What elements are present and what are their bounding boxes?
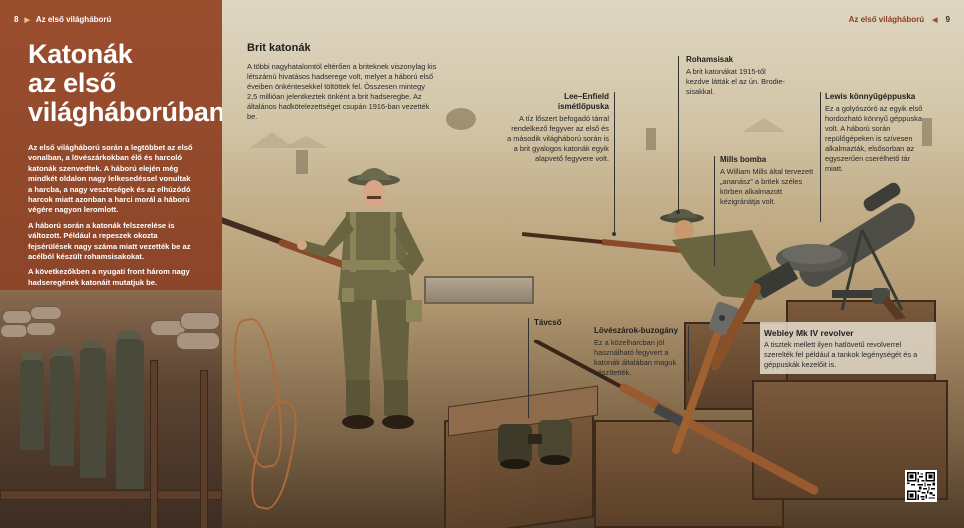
intro-paragraph-1: Az első világháború során a legtöbbet az… — [28, 143, 193, 215]
page-title: Katonák az első világháborúban — [28, 39, 222, 127]
rifle-on-crate-illustration — [534, 340, 819, 495]
title-line-3: világháborúban — [28, 97, 222, 127]
left-page: 8 ▶ Az első világháború Katonák az első vi… — [0, 0, 222, 528]
webley-text: A tisztek mellett ilyen hatlövetű revolv… — [764, 340, 918, 369]
rohamsisak-leader-dot — [676, 210, 680, 214]
trench-post — [200, 370, 208, 528]
trench-soldier — [80, 348, 106, 478]
helmet-icon — [52, 348, 72, 358]
rohamsisak-text: A brit katonákat 1915-től kezdve látták … — [686, 67, 786, 96]
mills-bomba-text: A William Mills által tervezett „ananász… — [720, 167, 814, 206]
triangle-left-icon: ◀ — [932, 17, 938, 24]
buzogany-title: Lövészárok-buzogány — [594, 326, 679, 335]
watchtower — [922, 118, 932, 146]
webley-caption-box — [760, 322, 936, 374]
intro-paragraph-3: A következőkben a nyugati front három na… — [28, 267, 190, 287]
crate — [424, 276, 534, 304]
intro-paragraph-2: A háború során a katonák felszerelése is… — [28, 220, 191, 262]
triangle-right-icon: ▶ — [24, 17, 30, 24]
sandbag — [180, 312, 220, 330]
left-page-number: 8 — [14, 15, 19, 24]
lewis-title: Lewis könnyűgéppuska — [825, 92, 916, 101]
tent — [742, 118, 786, 132]
tavcso-leader-line — [528, 318, 529, 418]
lee-enfield-leader-line — [614, 92, 615, 234]
lewis-text: Ez a golyószóró az egyik első hordozható… — [825, 104, 923, 173]
sandbag — [176, 332, 220, 350]
binoculars-illustration — [498, 420, 572, 469]
helmet-icon — [82, 340, 102, 350]
sandbag — [0, 324, 28, 338]
webley-title: Webley Mk IV revolver — [764, 328, 854, 338]
right-running-head: Az első világháború ◀ 9 — [849, 15, 950, 24]
trench-soldier — [116, 339, 144, 489]
left-running-head: 8 ▶ Az első világháború — [14, 15, 111, 24]
watchtower — [646, 128, 656, 150]
rohamsisak-leader-line — [678, 56, 679, 212]
qr-code-icon[interactable] — [905, 470, 937, 502]
mills-bomba-title: Mills bomba — [720, 155, 767, 164]
lee-enfield-title: Lee–Enfield ismétlőpuska — [557, 92, 609, 111]
lee-enfield-text: A tíz lőszert befogadó tárral rendelkező… — [507, 114, 609, 163]
left-running-head-label: Az első világháború — [35, 15, 112, 24]
trench-soldier — [20, 360, 44, 450]
prone-soldier-illustration — [522, 209, 772, 300]
right-page-number: 9 — [945, 15, 950, 24]
tree — [446, 108, 476, 130]
brit-katonak-text: A többi nagyhatalomtól eltérően a britek… — [247, 62, 437, 121]
watchtower — [296, 150, 308, 174]
tent — [284, 136, 328, 148]
brit-katonak-title: Brit katonák — [247, 42, 311, 54]
sandbag — [30, 306, 62, 320]
sandbag — [2, 310, 32, 324]
lewis-gun-illustration — [712, 182, 915, 370]
revolver-illustration — [832, 288, 906, 320]
buzogany-text: Ez a közelharcban jól használható fegyve… — [594, 338, 677, 377]
lewis-leader-line — [820, 92, 821, 222]
tent — [250, 132, 294, 148]
duckboard — [0, 490, 222, 500]
trench-illustration — [0, 290, 222, 528]
british-soldier-illustration — [222, 168, 424, 429]
sandbag — [26, 322, 56, 336]
mills-bomba-leader-line — [714, 156, 715, 266]
trench-post — [150, 360, 158, 528]
rohamsisak-title: Rohamsisak — [686, 55, 734, 64]
tavcso-title: Távcső — [534, 318, 562, 327]
helmet-icon — [118, 330, 140, 341]
soldier-head — [363, 180, 385, 208]
title-line-2: az első — [28, 68, 116, 98]
intro-text: Az első világháború során a legtöbbet az… — [28, 143, 194, 293]
title-line-1: Katonák — [28, 39, 133, 69]
battlefield-scene: Az első világháború ◀ 9 Brit katonák A töb… — [222, 0, 964, 528]
buzogany-leader-line — [688, 326, 689, 382]
trench-soldier — [50, 356, 74, 466]
helmet-icon — [22, 352, 42, 362]
right-running-head-label: Az első világháború — [848, 15, 925, 24]
lee-enfield-leader-dot — [612, 232, 616, 236]
